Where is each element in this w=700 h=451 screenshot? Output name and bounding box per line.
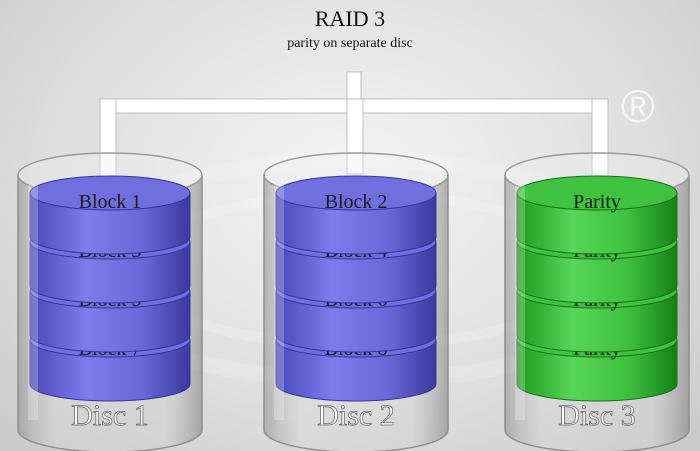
block-label: Block 1 xyxy=(79,191,142,213)
casing-highlight xyxy=(28,185,38,420)
diagram-subtitle: parity on separate disc xyxy=(287,36,413,51)
disc-label: Disc 3 xyxy=(558,399,636,432)
data-block: Block 2 xyxy=(275,175,437,255)
casing-highlight xyxy=(274,185,284,420)
parity-block: Parity xyxy=(516,175,678,255)
disc-label: Disc 1 xyxy=(71,399,149,432)
block-label: Block 2 xyxy=(325,191,388,213)
connector-bus xyxy=(99,71,609,190)
registered-trademark-symbol: ® xyxy=(621,80,655,132)
bus-drop-disc-2 xyxy=(346,98,364,175)
disc-3: ParityParityParityParityDisc 3 xyxy=(504,152,690,451)
data-block: Block 1 xyxy=(29,175,191,255)
diagram-title: RAID 3 xyxy=(314,6,386,31)
block-label: Parity xyxy=(573,191,621,213)
bus-riser xyxy=(346,71,362,103)
disc-label: Disc 2 xyxy=(317,399,395,432)
casing-highlight xyxy=(515,185,525,420)
